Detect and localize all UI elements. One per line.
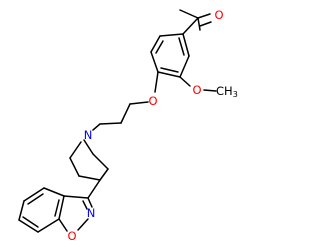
bond [150,51,159,73]
bond [182,33,190,57]
bond [160,67,179,73]
bond [92,123,101,131]
bond [87,197,93,208]
bond [22,216,39,228]
bond [77,218,89,231]
bond [197,17,201,31]
bond [69,141,82,159]
bond [58,218,68,232]
bond [87,179,101,199]
bond [179,76,191,87]
ether-oxygen-label: O [148,94,157,108]
isoxazole-oxygen-label: O [67,229,76,243]
bond [99,122,122,125]
bond [154,71,159,93]
bond [63,195,89,199]
bond [37,218,60,233]
bond [18,200,25,221]
atom-labels: O O CH3 O N N O [67,8,237,243]
ketone-oxygen-label: O [214,8,223,22]
bond [78,175,101,181]
methyl-carbon: CH [216,84,233,98]
bond [69,157,80,177]
bond [43,187,65,197]
bond [150,35,161,53]
bond [120,103,131,124]
bond [23,187,45,202]
bond [179,9,199,19]
bond [82,200,88,210]
bond [159,33,184,37]
bond [155,40,164,54]
bond [182,17,199,35]
structure-diagram: O O CH3 O N N O [18,8,238,243]
bond [27,193,44,205]
methoxy-oxygen-label: O [192,83,201,97]
bond [58,195,65,220]
isoxazole-nitrogen-label: N [87,206,96,220]
piperidine-nitrogen-label: N [84,128,93,142]
bond [157,71,181,78]
bond [199,21,212,27]
bond [178,37,185,56]
bond [92,153,109,170]
bond [129,101,149,105]
bond [83,139,94,155]
methyl-subscript: 3 [233,90,238,99]
bond [18,219,39,233]
methyl-label: CH3 [216,84,238,99]
bond [197,13,211,19]
bond [99,168,109,181]
bond [54,199,60,217]
bond [179,55,190,78]
bonds [18,9,217,233]
bond [203,89,217,92]
